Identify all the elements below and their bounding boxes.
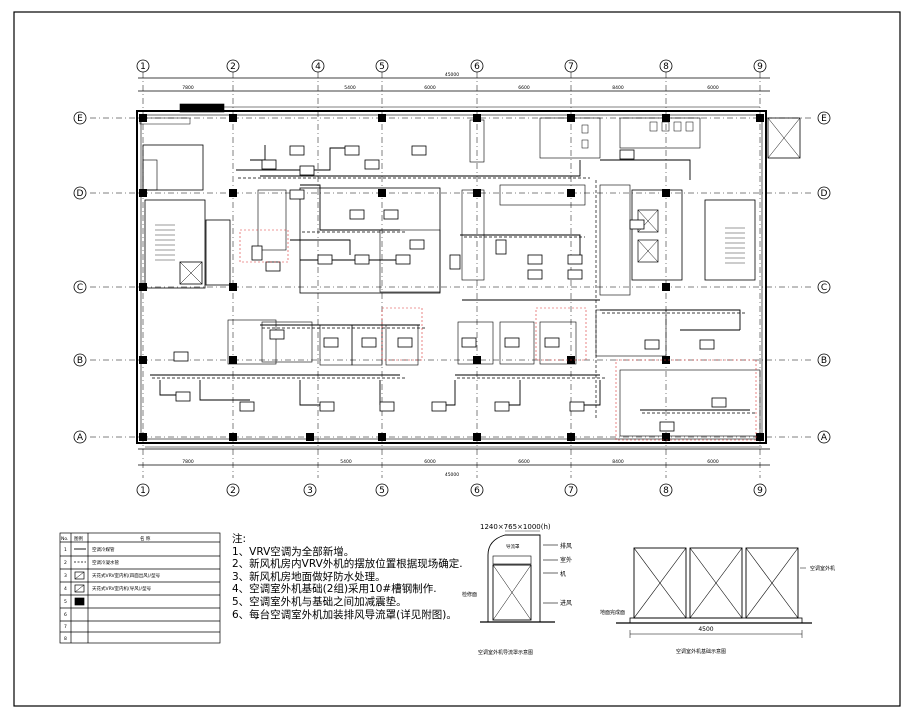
legend-row-name: 天花式VRV室内机(四面出风)/型号 — [92, 572, 161, 579]
top-grid-label: 8 — [663, 62, 669, 72]
note-item: 6、每台空调室外机加装排风导流罩(详见附图)。 — [232, 608, 457, 621]
top-grid-label: 5 — [379, 62, 385, 72]
bottom-grid-label: 1 — [140, 486, 146, 496]
legend-header-symbol: 图例 — [74, 535, 83, 542]
section-caption: 空调室外机导流罩示意图 — [478, 649, 533, 656]
dimension-total-top: 45000 — [445, 72, 459, 78]
dimension-span: 6000 — [424, 459, 436, 465]
dimension-total-bottom: 45000 — [445, 472, 459, 478]
section-label-hood: 导流罩 — [506, 543, 520, 550]
bottom-grid-label: 5 — [379, 486, 385, 496]
legend-row-no: 5 — [64, 599, 67, 605]
legend-header-name: 名 称 — [140, 535, 151, 542]
dimension-span: 7800 — [182, 459, 194, 465]
note-item: 2、新风机房内VRV外机的摆放位置根据现场确定. — [232, 558, 463, 571]
legend-row-no: 7 — [64, 624, 67, 630]
note-item: 3、新风机房地面做好防水处理。 — [232, 570, 386, 583]
row-grid-label: A — [821, 433, 828, 443]
legend-row-no: 8 — [64, 636, 67, 642]
dimension-span: 5400 — [340, 459, 352, 465]
design-notes: 注: 1、VRV空调为全部新增。 2、新风机房内VRV外机的摆放位置根据现场确定… — [232, 533, 463, 621]
dimension-span: 6000 — [424, 85, 436, 91]
foundation-unit-label: 空调室外机 — [810, 565, 835, 572]
legend-header-no: No. — [61, 536, 68, 542]
legend-row-name: 空调冷凝水管 — [92, 559, 119, 566]
foundation-caption: 空调室外机基础示意图 — [676, 648, 726, 655]
notes-title: 注: — [232, 533, 247, 545]
row-grid-label: C — [77, 283, 83, 293]
outdoor-unit-section-detail — [480, 530, 558, 623]
dimension-span: 8400 — [612, 85, 624, 91]
note-item: 1、VRV空调为全部新增。 — [232, 545, 355, 558]
bottom-grid-label: 2 — [230, 486, 236, 496]
top-grid-label: 1 — [140, 62, 146, 72]
dimension-span: 6600 — [518, 459, 530, 465]
outdoor-unit-foundation-detail — [616, 547, 812, 638]
sheet-border — [13, 11, 901, 707]
legend-row-no: 2 — [64, 560, 67, 566]
top-grid-label: 2 — [230, 62, 236, 72]
foundation-width: 4500 — [698, 626, 713, 633]
bottom-grid-label: 6 — [474, 486, 480, 496]
section-label-service: 检修面 — [462, 591, 477, 598]
top-grid-label: 7 — [568, 62, 574, 72]
note-item: 4、空调室外机基础(2组)采用10#槽钢制作. — [232, 583, 437, 596]
bottom-grid-label: 8 — [663, 486, 669, 496]
row-grid-label: B — [821, 356, 827, 366]
dimension-span: 6000 — [707, 459, 719, 465]
bottom-grid-label: 9 — [757, 486, 763, 496]
row-grid-label: D — [821, 189, 828, 199]
floor-plan — [90, 72, 812, 478]
legend-row-no: 4 — [64, 586, 67, 592]
legend-row-no: 3 — [64, 573, 67, 579]
row-grid-label: E — [821, 114, 827, 124]
dimension-span: 5400 — [344, 85, 356, 91]
top-grid-label: 6 — [474, 62, 480, 72]
row-grid-label: C — [821, 283, 827, 293]
section-label-intake: 进风 — [560, 599, 572, 607]
row-grid-label: B — [77, 356, 83, 366]
bottom-grid-bubbles: 1 2 3 5 6 7 8 9 — [136, 483, 767, 497]
legend-row-no: 6 — [64, 612, 67, 618]
foundation-base-label: 地面完成面 — [600, 609, 625, 616]
bottom-grid-label: 7 — [568, 486, 574, 496]
section-label-outdoor: 室外 — [560, 556, 572, 564]
top-grid-label: 9 — [757, 62, 763, 72]
section-label-exhaust: 排风 — [560, 542, 572, 550]
top-grid-bubbles: 1 2 4 5 6 7 8 9 — [136, 59, 767, 73]
dimension-span: 6000 — [707, 85, 719, 91]
dimension-span: 6600 — [518, 85, 530, 91]
legend-row-name: 空调冷媒管 — [92, 546, 115, 553]
row-grid-label: E — [77, 114, 83, 124]
dimension-span: 7800 — [182, 85, 194, 91]
dimension-span: 8400 — [612, 459, 624, 465]
legend-row-no: 1 — [64, 547, 67, 553]
unit-size-label: 1240×765×1000(h) — [480, 523, 551, 531]
row-grid-bubbles: E D C B A E D C B A — [73, 111, 831, 444]
section-label-unit: 机 — [560, 570, 566, 578]
top-grid-label: 4 — [315, 62, 321, 72]
legend-row-name: 天花式VRV室内机(导风)/型号 — [92, 585, 152, 592]
legend-table — [59, 532, 221, 644]
note-item: 5、空调室外机与基础之间加减震垫。 — [232, 595, 407, 608]
row-grid-label: A — [77, 433, 84, 443]
row-grid-label: D — [77, 189, 84, 199]
bottom-grid-label: 3 — [307, 486, 313, 496]
